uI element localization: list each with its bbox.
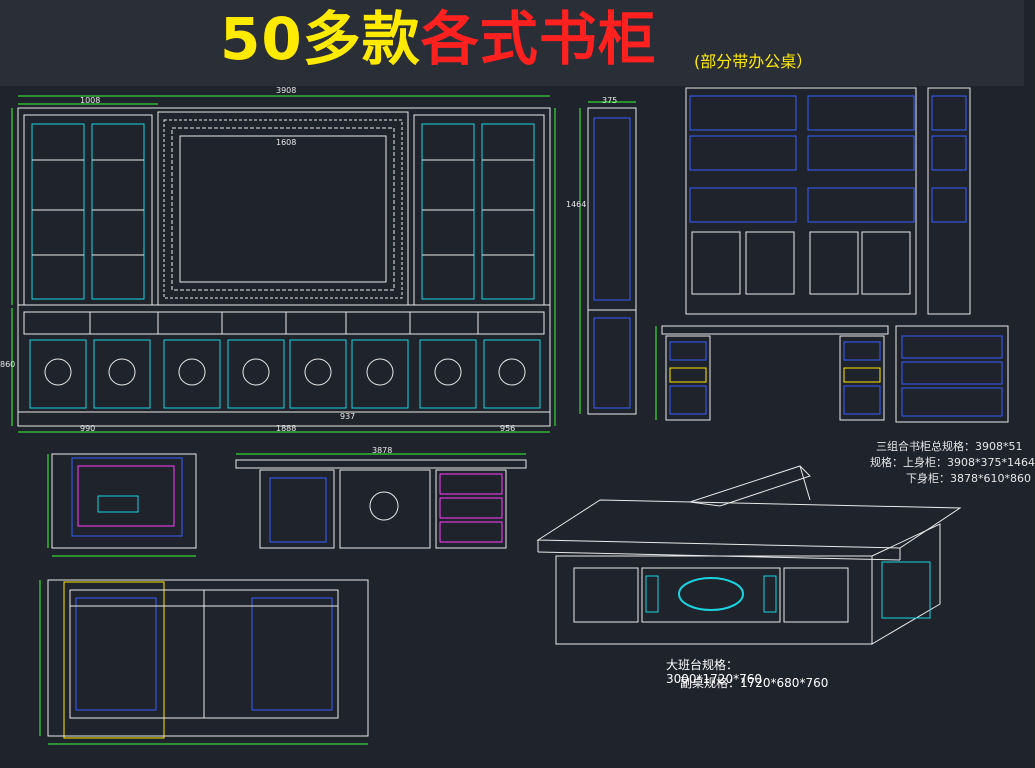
bookcase-side-elevation bbox=[579, 101, 637, 415]
dim-desk-front: 3878 bbox=[372, 446, 393, 455]
executive-desk-isometric bbox=[536, 465, 962, 645]
dim-total-width: 3908 bbox=[276, 86, 297, 95]
bookcase-front-elevation bbox=[11, 95, 556, 433]
dim-bottom-center: 1888 bbox=[276, 424, 297, 433]
spec-cabinet-total: 三组合书柜总规格：3908*51 bbox=[876, 440, 1023, 453]
title-part-count: 50多款 bbox=[220, 5, 421, 73]
dim-height-upper: 1464 bbox=[566, 200, 587, 209]
dim-bottom-right: 956 bbox=[500, 424, 516, 433]
dim-mid: 937 bbox=[340, 412, 356, 421]
spec-side-desk: 副桌规格：1720*680*760 bbox=[680, 676, 829, 690]
desk-plan-small bbox=[47, 453, 197, 557]
dim-left-unit: 1008 bbox=[80, 96, 101, 105]
dim-side-depth: 375 bbox=[602, 96, 618, 105]
title-part-style: 各式书柜 bbox=[420, 5, 657, 73]
title-banner: 50多款各式书柜 (部分带办公桌） bbox=[0, 0, 1024, 86]
desk-elevations bbox=[655, 325, 1009, 423]
desk-front-elevation bbox=[235, 453, 527, 549]
spec-desk-size: 3000*1720*760 bbox=[666, 672, 762, 686]
spec-lower-cabinet: 下身柜：3878*610*860 bbox=[906, 472, 1031, 485]
spec-upper-cabinet: 规格：上身柜：3908*375*1464 bbox=[870, 456, 1035, 469]
glass-bookcase-elevation bbox=[685, 87, 971, 315]
dim-height-lower: 860 bbox=[0, 360, 16, 369]
spec-desk-label: 大班台规格： bbox=[666, 658, 739, 672]
dim-center-unit: 1608 bbox=[276, 138, 297, 147]
dim-bottom-left: 990 bbox=[80, 424, 96, 433]
page-title: 50多款各式书柜 bbox=[220, 4, 657, 74]
page-subtitle: (部分带办公桌） bbox=[694, 52, 813, 71]
desk-plan-large bbox=[39, 579, 369, 745]
